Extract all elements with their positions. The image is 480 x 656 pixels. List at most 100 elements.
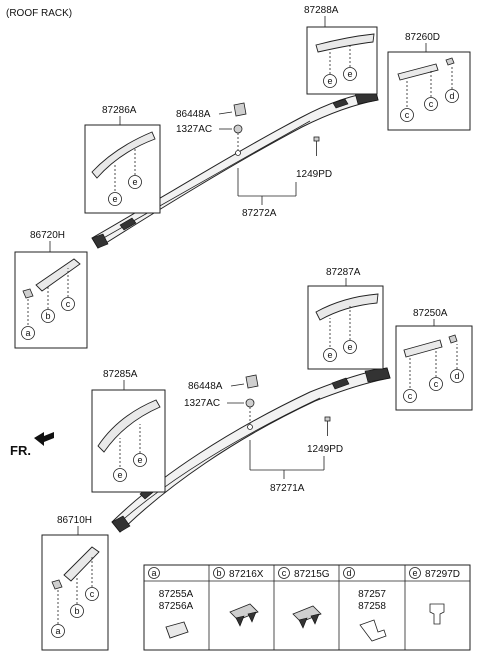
callout-e <box>133 453 147 467</box>
part-code-87286A: 87286A <box>102 105 137 116</box>
end-cap-cover <box>91 131 156 179</box>
callout-a <box>21 326 35 340</box>
box-87260D: 87260D c c d <box>387 32 471 131</box>
callout-d <box>450 369 464 383</box>
part-code-86720H: 86720H <box>30 230 65 241</box>
part-code-86448A: 86448A <box>176 109 211 120</box>
callout-letter: c <box>405 110 410 120</box>
clip-e-icon <box>429 603 445 625</box>
box-87288A: 87288A e e <box>304 5 378 95</box>
callout-e <box>323 74 337 88</box>
callout-c <box>429 377 443 391</box>
callout-b <box>41 309 55 323</box>
callout-c <box>400 108 414 122</box>
part-code-1327AC: 1327AC <box>184 398 220 409</box>
end-cap-cover <box>97 399 161 453</box>
part-code-86448A: 86448A <box>188 381 223 392</box>
legend-code: 87215G <box>294 569 330 580</box>
end-cap-cover <box>315 293 379 321</box>
legend-code: 87257 <box>358 589 386 600</box>
callout-a <box>51 624 65 638</box>
diagram-title: (ROOF RACK) <box>6 8 72 19</box>
legend-callout-d <box>343 567 355 579</box>
callout-letter: d <box>449 91 454 101</box>
legend-letter: a <box>151 568 156 578</box>
legend-code: 87256A <box>159 601 194 612</box>
callout-c <box>85 587 99 601</box>
lower-clip-group: 86448A 1327AC <box>184 374 259 424</box>
callout-e <box>108 192 122 206</box>
legend-code: 87255A <box>159 589 194 600</box>
legend-code: 87216X <box>229 569 264 580</box>
legend-callout-e <box>409 567 421 579</box>
part-code-1249PD: 1249PD <box>296 169 332 180</box>
callout-letter: e <box>327 350 332 360</box>
small-clip <box>51 579 63 590</box>
part-code-1249PD: 1249PD <box>307 444 343 455</box>
clip-a-icon <box>165 621 189 639</box>
part-code-87272A: 87272A <box>242 208 277 219</box>
callout-letter: a <box>25 328 30 338</box>
lower-rail-label: 87271A <box>249 440 325 494</box>
callout-d <box>445 89 459 103</box>
callout-c <box>424 97 438 111</box>
upper-clip-group: 86448A 1327AC <box>176 102 247 150</box>
part-code-87260D: 87260D <box>405 32 440 43</box>
callout-letter: d <box>454 371 459 381</box>
callout-e <box>343 67 357 81</box>
part-code-86710H: 86710H <box>57 515 92 526</box>
upper-roof-rail <box>91 91 379 249</box>
upper-rail-label: 87272A <box>237 168 297 219</box>
legend-letter: e <box>412 568 417 578</box>
clip-part <box>245 374 259 389</box>
part-code-87288A: 87288A <box>304 5 339 16</box>
nut-part <box>245 398 255 408</box>
box-87287A: 87287A e e <box>307 267 384 370</box>
callout-letter: a <box>55 626 60 636</box>
callout-e <box>128 175 142 189</box>
legend-letter: b <box>216 568 221 578</box>
small-clip <box>445 57 455 66</box>
rail-cover-strip <box>397 63 439 81</box>
legend-callout-a <box>148 567 160 579</box>
part-code-1327AC: 1327AC <box>176 124 212 135</box>
clip-d-icon <box>359 619 387 642</box>
legend-letter: d <box>346 568 351 578</box>
front-direction-indicator: FR. <box>10 432 54 458</box>
box-86710H: 86710H a b c <box>41 515 109 651</box>
fr-label: FR. <box>10 443 31 458</box>
rail-cover-strip <box>403 339 443 358</box>
callout-letter: c <box>66 299 71 309</box>
arrow-icon <box>34 432 54 446</box>
part-code-87285A: 87285A <box>103 369 138 380</box>
callout-e <box>113 468 127 482</box>
part-code-87250A: 87250A <box>413 308 448 319</box>
callout-letter: e <box>327 76 332 86</box>
callout-letter: b <box>74 606 79 616</box>
callout-letter: e <box>117 470 122 480</box>
legend-letter: c <box>282 568 287 578</box>
rail-cover-strip <box>63 546 100 582</box>
callout-c <box>403 389 417 403</box>
callout-letter: e <box>347 342 352 352</box>
box-87250A: 87250A c c d <box>395 308 473 411</box>
clip-b-icon <box>229 603 259 621</box>
callout-letter: c <box>434 379 439 389</box>
box-87286A: 87286A e e <box>84 105 161 214</box>
part-code-87271A: 87271A <box>270 483 305 494</box>
legend-callout-b <box>213 567 225 579</box>
callout-e <box>343 340 357 354</box>
box-87285A: 87285A e e <box>91 369 166 493</box>
clip-c-icon <box>292 605 322 623</box>
callout-letter: e <box>132 177 137 187</box>
box-86720H: 86720H a b c <box>14 230 88 349</box>
legend-code: 87297D <box>425 569 460 580</box>
small-clip <box>448 334 458 344</box>
legend-table: a 87255A 87256A b 87216X c 87215G d 8725… <box>143 564 471 651</box>
legend-callout-c <box>278 567 290 579</box>
callout-letter: c <box>408 391 413 401</box>
rail-cover-strip <box>35 258 81 292</box>
nut-part <box>233 124 243 134</box>
end-cap-cover <box>315 33 375 53</box>
